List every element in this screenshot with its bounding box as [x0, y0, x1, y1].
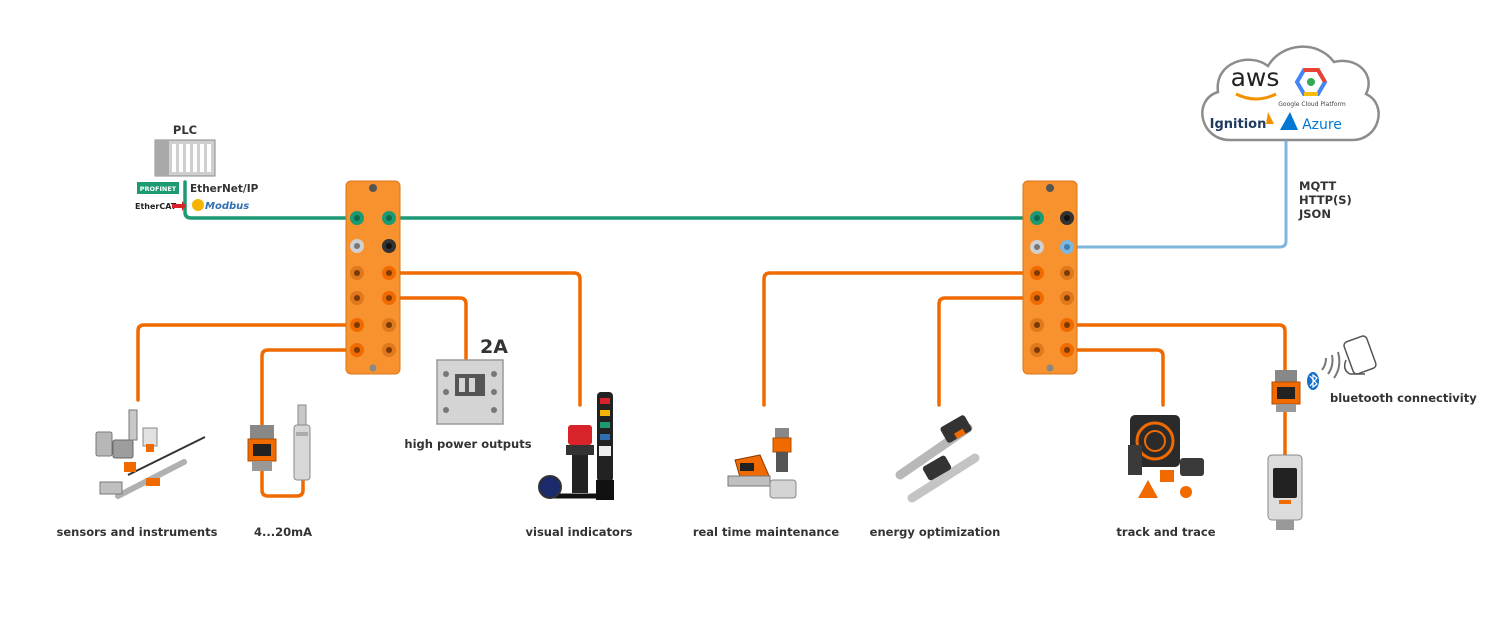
azure-logo-icon: [1280, 112, 1298, 130]
port-row-r4: [1030, 343, 1074, 357]
relay-icon: [436, 359, 504, 425]
io-link-master-left: [345, 180, 401, 375]
modbus-logo: Modbus: [192, 199, 249, 212]
cables: [136, 140, 1288, 498]
cable-maintenance: [762, 271, 1039, 407]
cloud-icon: [1201, 45, 1380, 142]
protocol-json: JSON: [1298, 207, 1331, 221]
label-analog: 4...20mA: [254, 525, 312, 539]
ethercat-arrow: [172, 201, 186, 211]
label-energy: energy optimization: [870, 525, 1001, 539]
cloud-group: aws Google Cloud Platform Ignition Azure: [1201, 45, 1380, 142]
smartphone-icon: [1343, 335, 1377, 375]
cable-analog-loop: [260, 468, 305, 498]
io-link-master-right: [1022, 180, 1078, 375]
protocol-mqtt: MQTT: [1299, 179, 1336, 193]
plc-group: PLC PROFINET EtherNet/IP EtherCAT Modbus: [135, 123, 259, 212]
label-power: high power outputs: [404, 437, 531, 451]
port-cloud: [1030, 240, 1074, 254]
aws-smile: [1235, 92, 1277, 101]
cloud-uplink-cable: [1065, 140, 1288, 249]
port-ethernet-1: [350, 211, 364, 225]
label-visual: visual indicators: [526, 525, 633, 539]
bluetooth-sensor-group: [1267, 370, 1303, 530]
label-maintenance: real time maintenance: [693, 525, 840, 539]
google-cloud-label: Google Cloud Platform: [1278, 101, 1346, 108]
cable-track: [1065, 348, 1165, 407]
port-ethernet-2: [382, 211, 396, 225]
aws-logo: aws: [1231, 63, 1280, 92]
cable-high-power: [387, 296, 468, 362]
label-track: track and trace: [1116, 525, 1215, 539]
visual-indicators-group: [538, 392, 614, 500]
label-sensors: sensors and instruments: [57, 525, 218, 539]
cable-energy: [937, 296, 1039, 407]
cable-sensors: [136, 323, 359, 402]
plc-title: PLC: [173, 123, 197, 137]
analog-sensor-group: [247, 404, 311, 481]
relay-rating: 2A: [480, 336, 508, 358]
sensors-instruments-group: [95, 409, 206, 499]
cable-bluetooth: [1065, 323, 1287, 372]
maintenance-group: [727, 428, 797, 499]
port-ethernet-in: [1030, 211, 1074, 225]
cable-visual-indicators: [387, 271, 582, 407]
port-row-r1: [1030, 266, 1074, 280]
ethernet-cable-plc: [183, 180, 359, 220]
port-row-r3: [1030, 318, 1074, 332]
svg-text:PROFINET: PROFINET: [140, 185, 177, 193]
port-row-1: [350, 266, 396, 280]
azure-logo: Azure: [1302, 117, 1342, 133]
port-row-2: [350, 291, 396, 305]
ethernet-ip-logo: EtherNet/IP: [190, 183, 259, 195]
label-bluetooth: bluetooth connectivity: [1330, 391, 1477, 405]
port-row-r2: [1030, 291, 1074, 305]
port-power: [350, 239, 396, 253]
cable-analog: [260, 348, 359, 427]
plc-rack-icon: [154, 139, 216, 177]
ignition-logo: Ignition: [1210, 117, 1267, 132]
ethercat-logo: EtherCAT: [135, 202, 177, 211]
port-row-3: [350, 318, 396, 332]
ignition-flame: [1266, 112, 1274, 124]
svg-text:Modbus: Modbus: [205, 201, 249, 212]
energy-group: [895, 415, 980, 503]
track-trace-group: [1128, 415, 1204, 498]
port-row-4: [350, 343, 396, 357]
bluetooth-icon: [1307, 372, 1319, 390]
protocol-http: HTTP(S): [1299, 193, 1352, 207]
profinet-logo: PROFINET: [137, 182, 179, 194]
wireless-waves-icon: [1321, 351, 1341, 379]
